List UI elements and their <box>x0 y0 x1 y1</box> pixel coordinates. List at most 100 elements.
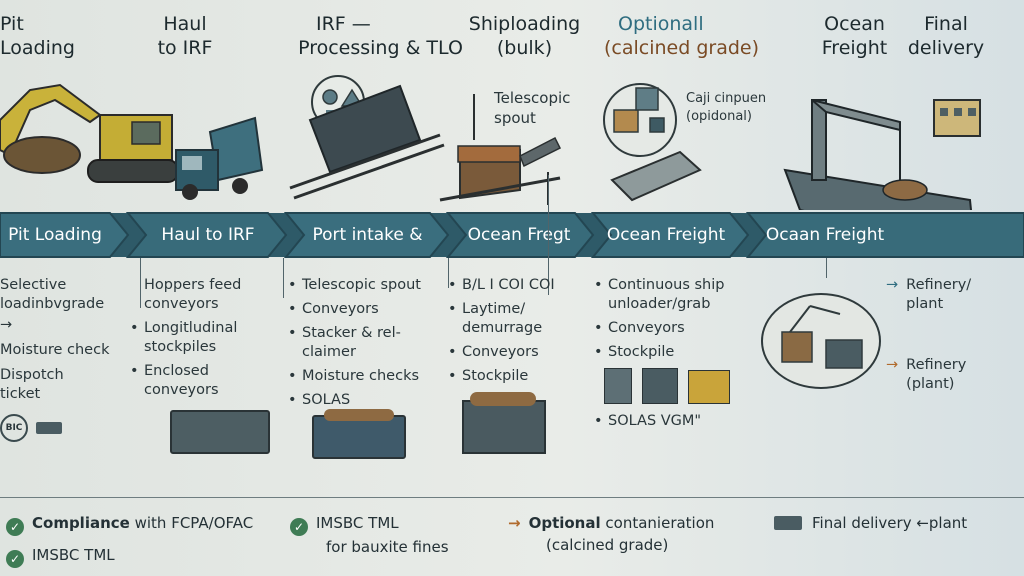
detail-item: SOLAS <box>288 391 438 410</box>
chevron-port <box>283 212 450 258</box>
header-haul-to-irf: Haul to IRF <box>140 12 230 60</box>
header-line2: Loading <box>0 37 75 59</box>
process-illustrations <box>0 75 981 210</box>
calcination-icon <box>603 83 702 202</box>
optional-calcination-label: Caji cinpuen (opidonal) <box>686 90 766 126</box>
detail-text: Laytime/ <box>462 301 526 317</box>
arrow-right-icon: → <box>508 514 521 532</box>
unloader-circle-icon <box>761 293 881 389</box>
detail-item: Stockpile <box>594 343 754 362</box>
detail-text: Stacker & rel- <box>302 325 401 341</box>
header-line2: to IRF <box>157 37 213 59</box>
detail-text: Stockpile <box>608 344 675 360</box>
final-item: → Refinery/ plant <box>886 276 1022 314</box>
step-ocean-freight-3: Ocaan Freight <box>765 225 885 245</box>
detail-text: Enclosed <box>144 363 209 379</box>
header-line1: IRF — <box>316 13 371 35</box>
final-delivery-text: Final delivery ←plant <box>812 514 968 532</box>
arrow-right-icon: → <box>886 357 899 373</box>
header-line2: Freight <box>821 37 888 59</box>
irf-details: Telescopic spout Conveyors Stacker & rel… <box>288 276 438 459</box>
detail-item: Conveyors <box>594 319 754 338</box>
detail-text: Stockpile <box>462 368 529 384</box>
header-irf-processing: IRF — Processing & TLO <box>298 12 463 60</box>
detail-text: loadinbvgrade <box>0 296 105 312</box>
detail-item: SOLAS VGM" <box>594 412 754 431</box>
label-line2: spout <box>494 109 536 127</box>
chevron-ocean-3 <box>745 212 1024 258</box>
shiploading-details: B/L I COI COI Laytime/ demurrage Conveyo… <box>448 276 593 454</box>
chevron-ocean-1 <box>445 212 595 258</box>
header-line1: Optionall <box>618 13 704 35</box>
step-ocean-freight-1: Ocean Fregt <box>467 225 571 245</box>
optional-details: Continuous ship unloader/grab Conveyors … <box>594 276 754 436</box>
connector-line <box>448 258 449 288</box>
detail-text: Dispotch <box>0 367 64 383</box>
step-ocean-freight-2: Ocean Freight <box>606 225 726 245</box>
final-delivery-details: → Refinery/ plant → Refinery (plant) <box>886 276 1022 394</box>
optional-rest: contanieration <box>600 514 715 532</box>
imsbc-mid-l1: IMSBC TML <box>316 514 399 532</box>
label-line2: (opidonal) <box>686 109 752 124</box>
equipment-icons <box>604 368 754 404</box>
connector-line <box>548 175 549 295</box>
optional-bold: Optional <box>528 514 601 532</box>
detail-item: Conveyors <box>448 343 593 362</box>
final-delivery-note: Final delivery ←plant <box>774 512 967 534</box>
check-icon: ✓ <box>6 518 24 536</box>
detail-item: B/L I COI COI <box>448 276 593 295</box>
detail-item: Continuous ship unloader/grab <box>594 276 754 314</box>
detail-text: Conveyors <box>302 301 379 317</box>
detail-text: Conveyors <box>462 344 539 360</box>
detail-text: Refinery/ <box>906 277 972 293</box>
detail-text: B/L I COI COI <box>462 277 555 293</box>
process-chevron-band <box>0 212 1024 258</box>
header-line1: Ocean <box>824 13 885 35</box>
compliance-bold: Compliance <box>32 514 130 532</box>
detail-text: stockpiles <box>144 339 217 355</box>
forklift-icon <box>688 370 730 404</box>
shiploader-icon <box>439 94 562 205</box>
irf-processing-icon <box>289 75 445 200</box>
pit-loading-details: Selective loadinbvgrade → Moisture check… <box>0 276 130 442</box>
ship-icon <box>783 99 973 210</box>
header-pit-loading: Pit Loading <box>0 12 75 60</box>
detail-text: Telescopic spout <box>302 277 421 293</box>
bic-badge: BIC <box>0 414 130 442</box>
header-line2: (calcined grade) <box>604 37 760 59</box>
bic-badge-label: BIC <box>0 414 28 442</box>
detail-text: Continuous ship <box>608 277 725 293</box>
truck-icon <box>36 422 62 434</box>
detail-text: claimer <box>302 344 356 360</box>
telescopic-spout-label: Telescopic spout <box>494 88 570 128</box>
chevron-ocean-2 <box>590 212 750 258</box>
detail-item: Stacker & rel- claimer <box>288 324 438 362</box>
step-pit-loading: Pit Loading <box>8 225 102 245</box>
detail-item: Enclosed conveyors <box>130 362 280 400</box>
imsbc-mid-l2: for bauxite fines <box>326 538 449 556</box>
final-item: → Refinery (plant) <box>886 356 1022 394</box>
container-icon <box>642 368 678 404</box>
imsbc-note-left: ✓IMSBC TML <box>6 544 115 568</box>
detail-text: conveyors <box>144 296 219 312</box>
chevron-haul <box>125 212 288 258</box>
container-icon <box>604 368 632 404</box>
dump-truck-icon <box>170 410 270 454</box>
header-shiploading: Shiploading (bulk) <box>462 12 587 60</box>
detail-item: Moisture checks <box>288 367 438 386</box>
optional-note: →Optional contanieration (calcined grade… <box>508 512 714 556</box>
header-line1: Shiploading <box>468 13 581 35</box>
arrow-right-icon: → <box>886 277 899 293</box>
detail-text: Conveyors <box>608 320 685 336</box>
dump-truck-icon <box>312 409 406 459</box>
truck-icon <box>774 516 802 530</box>
label-line1: Caji cinpuen <box>686 91 767 106</box>
footer-divider <box>0 497 1024 498</box>
detail-text: plant <box>906 296 944 312</box>
detail-text: ticket <box>0 386 41 402</box>
header-final-delivery: Final delivery <box>906 12 986 60</box>
chevron-pit <box>0 212 130 258</box>
detail-item: Stockpile <box>448 367 593 386</box>
detail-item: Hoppers feed conveyors <box>130 276 280 314</box>
excavator-icon <box>0 83 179 183</box>
